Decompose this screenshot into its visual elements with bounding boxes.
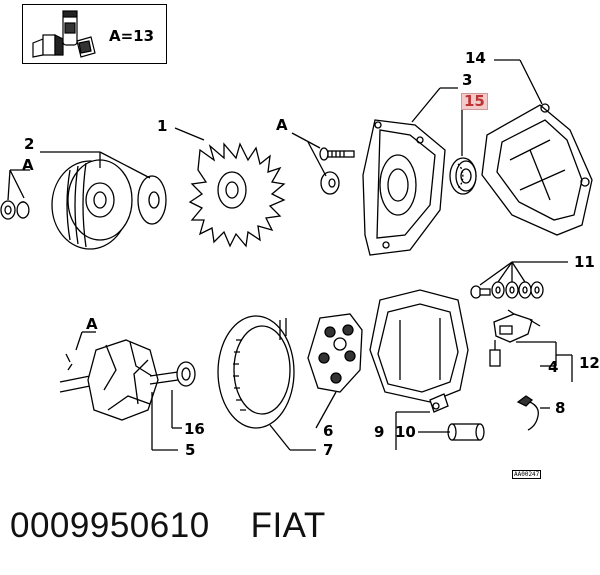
callout-2: 2 [24,135,35,153]
callout-1: 1 [157,117,168,135]
callout-14: 14 [465,49,486,67]
kit-count-label: A=13 [109,27,155,45]
callout-7: 7 [323,441,334,459]
bolt-part [319,147,355,195]
callout-a-rotor: A [86,315,98,333]
brand-name: FIAT [250,506,326,545]
rotor-part [59,339,196,421]
part-number: 0009950610 [10,506,210,545]
callout-16: 16 [184,420,205,438]
rear-cover-part [481,103,593,236]
callout-5: 5 [185,441,196,459]
sleeve-part [447,423,485,441]
exploded-parts-diagram [0,59,593,451]
footer-caption: 0009950610 FIAT [10,506,326,546]
pulley-part [0,159,167,250]
callout-6: 6 [323,422,334,440]
callout-a-bolt: A [276,116,288,134]
callout-10: 10 [395,423,416,441]
screws-part [470,281,544,299]
drawing-reference-code: AA00247 [512,470,542,479]
rear-housing-part [369,289,469,413]
callout-3: 3 [462,71,473,89]
bearing-part [449,157,477,195]
callout-9: 9 [374,423,385,441]
fan-part [188,142,286,248]
front-housing-part [362,119,446,256]
callout-8: 8 [555,399,566,417]
regulator-part [489,309,541,367]
rectifier-part [307,313,363,393]
stator-part [217,315,295,429]
callout-15-highlighted: 15 [461,93,488,110]
callout-11: 11 [574,253,595,271]
legend-box: A=13 [22,4,167,64]
callout-12: 12 [579,354,600,372]
wire-clip-part [516,395,539,431]
callout-a-pulley: A [22,156,34,174]
callout-4: 4 [548,358,559,376]
kit-icon [32,10,96,58]
